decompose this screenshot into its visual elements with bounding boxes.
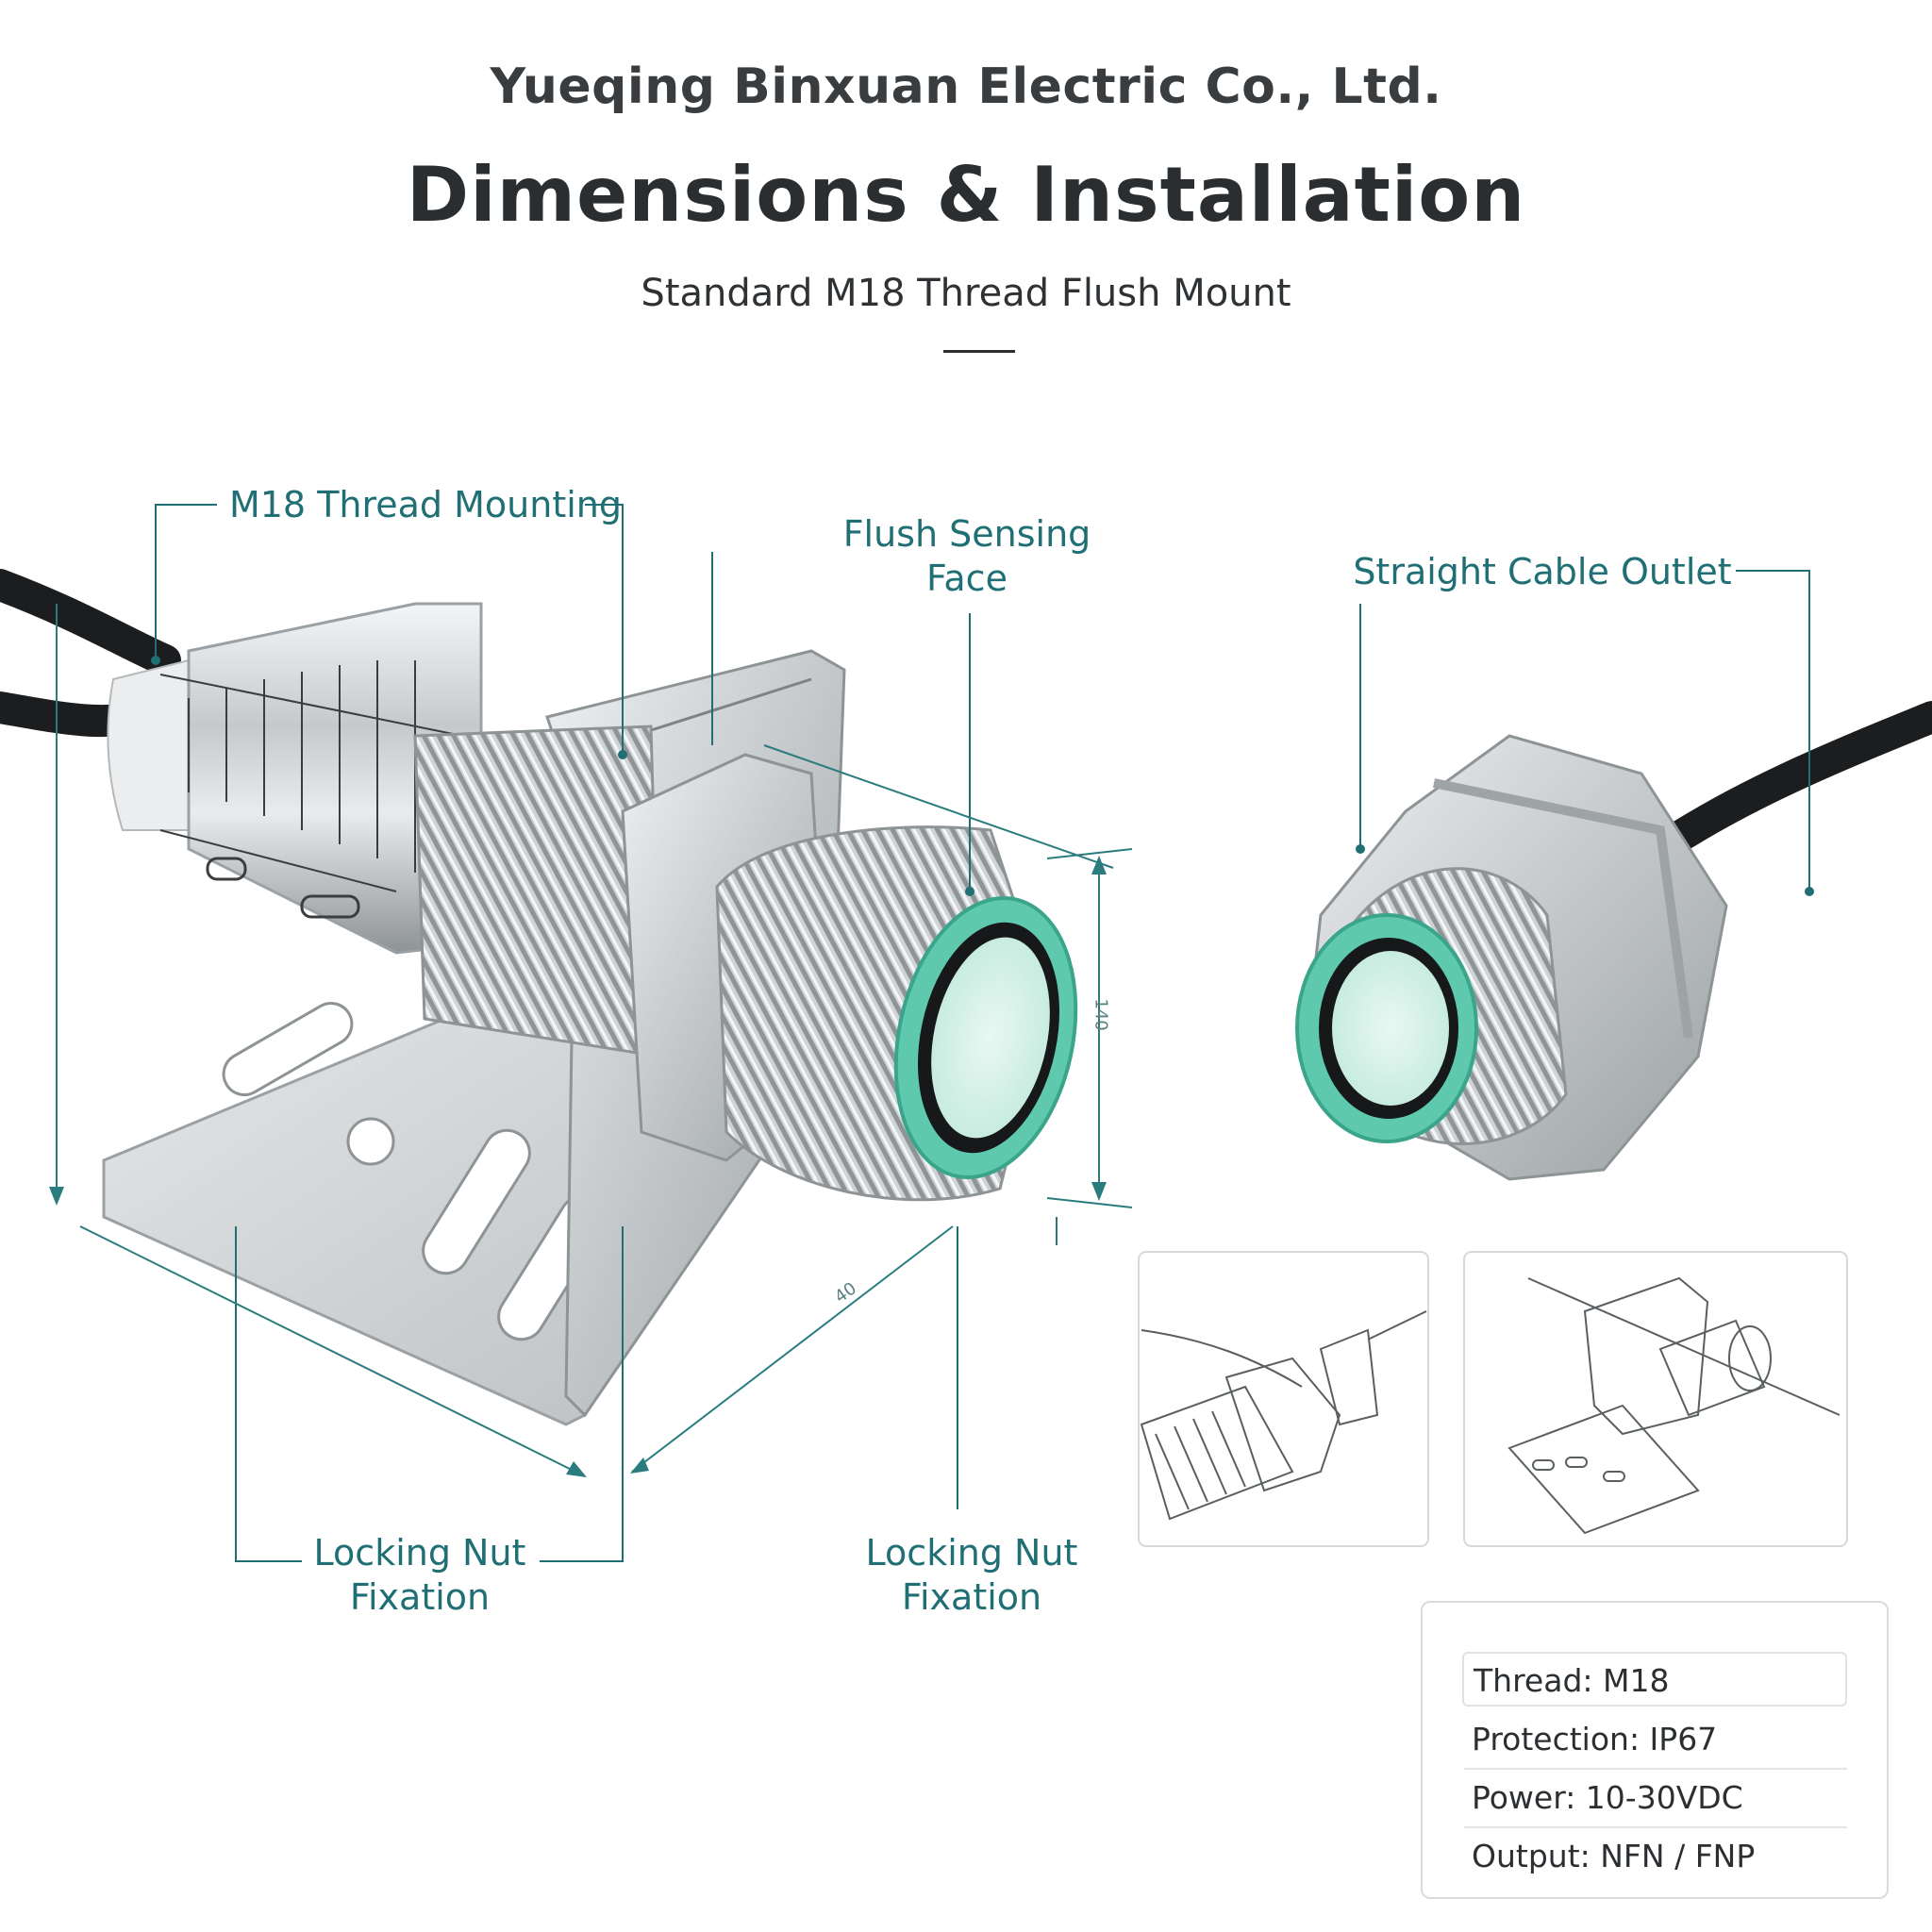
- callout-dots: [151, 656, 1814, 896]
- callout-cable-outlet: Straight Cable Outlet: [1353, 551, 1732, 592]
- callout-locking-nut-left-line1: Locking Nut: [313, 1532, 526, 1574]
- spec-thread: Thread: M18: [1462, 1652, 1847, 1707]
- callout-thread-mounting: M18 Thread Mounting: [228, 484, 623, 525]
- page-title: Dimensions & Installation: [406, 151, 1526, 239]
- front-barrel: [715, 825, 1078, 1202]
- spec-card: Thread: M18 Protection: IP67 Power: 10-3…: [1421, 1601, 1889, 1899]
- spec-output: Output: NFN / FNP: [1472, 1838, 1756, 1874]
- sketch-bracket-install: [1463, 1251, 1848, 1547]
- callout-leaders: [155, 504, 1810, 1562]
- spec-power: Power: 10-30VDC: [1472, 1779, 1743, 1816]
- spec-divider: [1464, 1768, 1847, 1770]
- sensor-right-view: [1295, 701, 1932, 1181]
- sketch-thread-install: [1138, 1251, 1429, 1547]
- callout-locking-nut-right-line2: Fixation: [901, 1576, 1042, 1618]
- dimension-label-height: 140: [1091, 998, 1111, 1031]
- title-divider: [943, 350, 1015, 353]
- dimension-arrows: [49, 856, 1107, 1477]
- dimension-lines: [56, 604, 1133, 1477]
- spec-protection: Protection: IP67: [1472, 1721, 1718, 1757]
- page-subtitle: Standard M18 Thread Flush Mount: [641, 272, 1291, 315]
- callout-flush-face-line2: Face: [926, 558, 1008, 599]
- callout-locking-nut-right-line1: Locking Nut: [865, 1532, 1078, 1574]
- callout-flush-face-line1: Flush Sensing: [842, 513, 1091, 555]
- callout-locking-nut-left-line2: Fixation: [349, 1576, 491, 1618]
- sensor-body: [107, 602, 662, 1058]
- spec-divider: [1464, 1826, 1847, 1828]
- company-name: Yueqing Binxuan Electric Co., Ltd.: [490, 58, 1442, 115]
